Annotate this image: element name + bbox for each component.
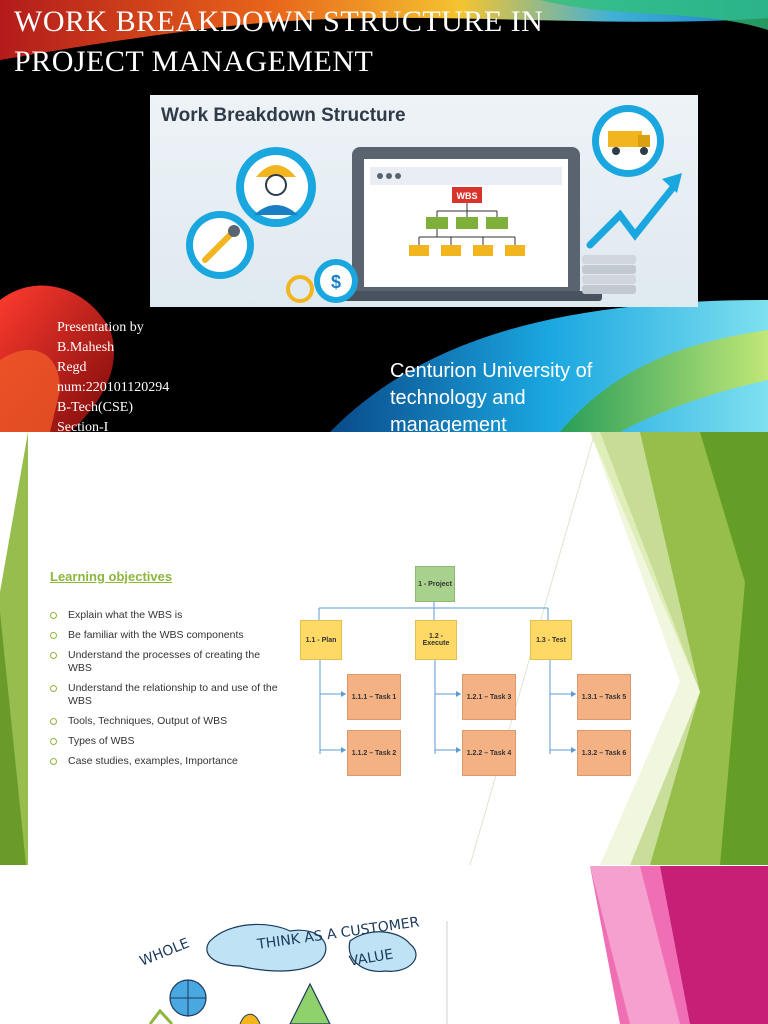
slide2-background [0,432,768,865]
objective-item: Tools, Techniques, Output of WBS [48,715,278,728]
bullet-icon [50,758,57,765]
objective-text: Tools, Techniques, Output of WBS [68,715,228,727]
bullet-icon [50,718,57,725]
objectives-title: Learning objectives [50,569,173,584]
tree-connector [434,658,461,754]
title-line-2: Project Management [14,45,374,78]
concept-slide: WHOLE THINK AS A CUSTOMER VALUE [0,866,768,1024]
wbs-branch-node: 1.1 - Plan [300,620,342,660]
growth-arrow-icon [586,181,679,249]
wbs-task-node: 1.2.1 – Task 3 [462,674,516,720]
whole-customer-value-sketch [148,923,417,1024]
top-right-swoosh [540,0,768,30]
bullet-icon [50,612,57,619]
arrow-icon [456,747,461,753]
green-swoosh [560,330,768,432]
wbs-task-node: 1.3.1 – Task 5 [577,674,631,720]
objective-text: Case studies, examples, Importance [68,755,238,767]
wbs-banner-image: Work Breakdown Structure WBS [150,95,698,307]
top-swoosh [0,0,768,60]
sketch-word-value: VALUE [348,946,395,969]
wbs-tree-connectors [318,600,576,754]
banner-title: Work Breakdown Structure [161,105,406,126]
wbs-illustration: WBS $ [186,105,682,303]
slide-title: Work Breakdown Structure in Project Mana… [14,2,654,82]
title-slide: Work Breakdown Structure in Project Mana… [0,0,768,432]
university-name: Centurion University of technology and m… [390,360,593,432]
tree-connector [318,600,549,620]
tree-connector [549,658,576,754]
presenter-name: B.Mahesh [57,340,115,355]
objective-text: Be familiar with the WBS components [68,629,244,641]
arrow-icon [341,691,346,697]
objectives-list: Explain what the WBS is Be familiar with … [48,609,278,775]
regd-label: Regd [57,360,87,375]
wbs-branch-node: 1.2 - Execute [415,620,457,660]
objective-item: Understand the processes of creating the… [48,649,278,675]
slide1-background [0,0,768,432]
regd-number: num:220101120294 [57,380,170,395]
objective-text: Understand the relationship to and use o… [68,682,278,707]
objective-item: Types of WBS [48,735,278,748]
wbs-task-node: 1.1.2 – Task 2 [347,730,401,776]
bullet-icon [50,652,57,659]
wbs-task-node: 1.2.2 – Task 4 [462,730,516,776]
wbs-task-node: 1.3.2 – Task 6 [577,730,631,776]
presenter-label: Presentation by [57,320,144,335]
arrow-icon [571,747,576,753]
wbs-root-node: 1 - Project [415,566,455,602]
objective-item: Understand the relationship to and use o… [48,682,278,708]
wbs-badge-text: WBS [457,191,478,201]
objective-text: Types of WBS [68,735,135,747]
slide3-background: WHOLE THINK AS A CUSTOMER VALUE [138,866,768,1024]
objective-item: Case studies, examples, Importance [48,755,278,768]
section: Section-I [57,420,109,432]
orange-swoosh [0,350,60,432]
objective-text: Understand the processes of creating the… [68,649,261,674]
svg-text:$: $ [331,272,341,292]
arrow-icon [571,691,576,697]
mountain-icon [289,982,331,1024]
objective-text: Explain what the WBS is [68,609,183,621]
objectives-slide: Learning objectives Explain what the WBS… [0,432,768,865]
sketch-word-whole: WHOLE [138,935,192,969]
arrow-icon [456,691,461,697]
presenter-info: Presentation by B.Mahesh Regd num:220101… [57,318,169,432]
bullet-icon [50,685,57,692]
objective-item: Be familiar with the WBS components [48,629,278,642]
wbs-badge [452,187,482,203]
program: B-Tech(CSE) [57,400,134,415]
arrow-icon [341,747,346,753]
bullet-icon [50,738,57,745]
gear-icon [286,275,314,303]
bullet-icon [50,632,57,639]
coins-icon [582,255,636,264]
objective-item: Explain what the WBS is [48,609,278,622]
tree-connector [319,658,346,754]
wbs-branch-node: 1.3 - Test [530,620,572,660]
wbs-task-node: 1.1.1 – Task 1 [347,674,401,720]
title-line-1: Work Breakdown Structure in [14,5,544,38]
